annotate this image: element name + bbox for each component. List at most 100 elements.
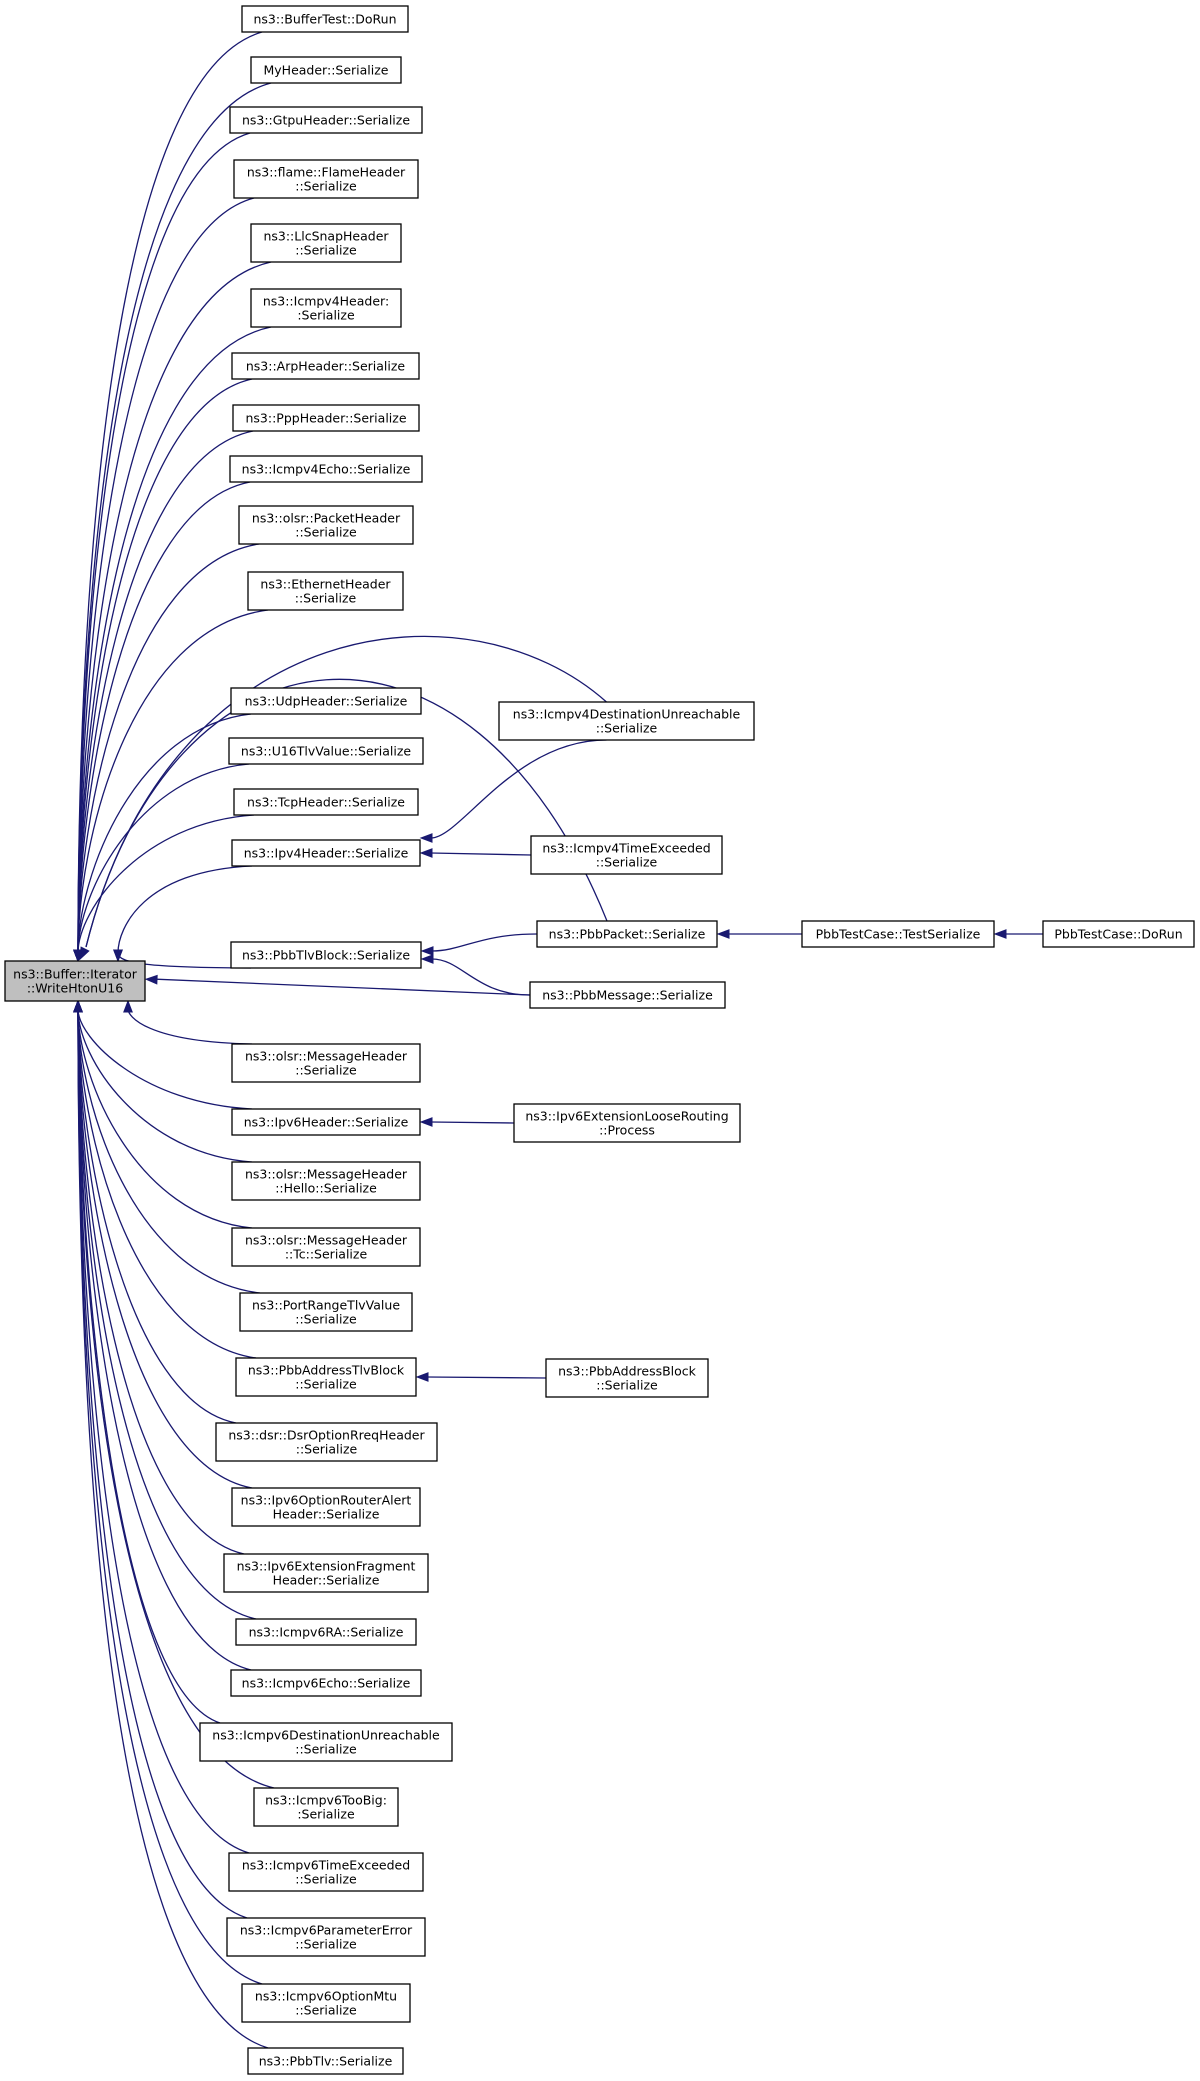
node-label: ns3::Icmpv6DestinationUnreachable (212, 1728, 440, 1743)
arrow-head (79, 946, 90, 961)
graph-node[interactable]: MyHeader::Serialize (250, 56, 402, 84)
edge-line (77, 1008, 253, 1489)
node-box (231, 839, 421, 867)
node-label: ns3::EthernetHeader (260, 577, 391, 592)
node-label: ns3::PbbAddressTlvBlock (248, 1363, 405, 1378)
node-box (4, 960, 146, 1002)
graph-node[interactable]: ns3::Icmpv6DestinationUnreachable::Seria… (199, 1722, 453, 1762)
node-box (223, 1553, 429, 1593)
node-box (229, 455, 423, 483)
edge-line (155, 978, 531, 996)
graph-node[interactable]: ns3::Ipv6ExtensionLooseRouting::Process (513, 1103, 741, 1143)
edge-line (77, 1008, 269, 2049)
node-box (229, 106, 423, 134)
node-label: ns3::Icmpv6Echo::Serialize (242, 1676, 411, 1691)
node-box (498, 701, 755, 741)
graph-node[interactable]: ns3::Icmpv6TimeExceeded::Serialize (228, 1852, 424, 1892)
node-label: PbbTestCase::TestSerialize (816, 927, 981, 942)
graph-node[interactable]: ns3::Icmpv6ParameterError::Serialize (226, 1917, 426, 1957)
node-box (801, 920, 995, 948)
graph-node[interactable]: ns3::PbbMessage::Serialize (529, 981, 726, 1009)
node-box (233, 788, 419, 816)
node-box (226, 1917, 426, 1957)
edge-line (77, 430, 254, 954)
node-label: ::Serialize (296, 1442, 358, 1457)
node-label: ns3::olsr::PacketHeader (252, 511, 401, 526)
graph-node[interactable]: PbbTestCase::DoRun (1042, 920, 1195, 948)
node-label: ::Serialize (295, 1312, 357, 1327)
graph-node[interactable]: ns3::Ipv6OptionRouterAlertHeader::Serial… (231, 1487, 421, 1527)
edge-line (77, 1008, 257, 1359)
graph-node[interactable]: ns3::olsr::MessageHeader::Hello::Seriali… (231, 1161, 421, 1201)
node-label: ::Serialize (295, 179, 357, 194)
node-label: ns3::PbbMessage::Serialize (542, 988, 713, 1003)
graph-node[interactable]: ns3::PbbAddressTlvBlock::Serialize (235, 1357, 417, 1397)
graph-node[interactable]: ns3::LlcSnapHeader::Serialize (250, 223, 402, 263)
graph-node[interactable]: ns3::PbbAddressBlock::Serialize (545, 1358, 709, 1398)
arrow-head (420, 946, 434, 956)
graph-node[interactable]: ns3::Icmpv6Echo::Serialize (230, 1669, 422, 1697)
node-label: Header::Serialize (273, 1573, 380, 1588)
node-label: ns3::flame::FlameHeader (247, 165, 406, 180)
edge-line (77, 763, 250, 954)
edge-line (77, 609, 269, 954)
graph-node[interactable]: ns3::UdpHeader::Serialize (230, 687, 422, 715)
node-box (239, 1292, 413, 1332)
graph-node[interactable]: PbbTestCase::TestSerialize (801, 920, 995, 948)
edge-line (77, 1008, 248, 1919)
node-box (1042, 920, 1195, 948)
graph-node[interactable]: ns3::PppHeader::Serialize (232, 404, 420, 432)
root-node[interactable]: ns3::Buffer::Iterator::WriteHtonU16 (4, 960, 146, 1002)
node-label: ::Hello::Serialize (275, 1181, 377, 1196)
graph-node[interactable]: ns3::Icmpv4Header::Serialize (250, 288, 402, 328)
arrow-head (419, 848, 433, 858)
edge-line (430, 739, 607, 839)
edge-line (77, 481, 251, 954)
graph-node[interactable]: ns3::olsr::PacketHeader::Serialize (238, 505, 414, 545)
graph-node[interactable]: ns3::GtpuHeader::Serialize (229, 106, 423, 134)
node-box (536, 920, 718, 948)
graph-node[interactable]: ns3::Icmpv4DestinationUnreachable::Seria… (498, 701, 755, 741)
graph-node[interactable]: ns3::olsr::MessageHeader::Serialize (231, 1043, 421, 1083)
nodes-layer: ns3::Buffer::Iterator::WriteHtonU16ns3::… (4, 5, 1195, 2075)
graph-node[interactable]: ns3::BufferTest::DoRun (241, 5, 409, 33)
graph-node[interactable]: ns3::Icmpv6OptionMtu::Serialize (241, 1983, 411, 2023)
graph-node[interactable]: ns3::ArpHeader::Serialize (231, 352, 420, 380)
graph-node[interactable]: ns3::Icmpv6RA::Serialize (235, 1618, 417, 1646)
graph-node[interactable]: ns3::PbbTlvBlock::Serialize (230, 941, 422, 969)
node-label: ns3::olsr::MessageHeader (245, 1167, 408, 1182)
node-label: ns3::BufferTest::DoRun (253, 12, 396, 27)
edge-line (77, 814, 255, 954)
node-label: ::WriteHtonU16 (27, 981, 123, 996)
graph-node[interactable]: ns3::PbbPacket::Serialize (536, 920, 718, 948)
node-box (228, 737, 424, 765)
arrow-head (419, 833, 433, 843)
edge-line (430, 852, 532, 856)
node-label: ns3::GtpuHeader::Serialize (242, 113, 410, 128)
graph-node[interactable]: ns3::Ipv4Header::Serialize (231, 839, 421, 867)
graph-node[interactable]: ns3::Ipv6ExtensionFragmentHeader::Serial… (223, 1553, 429, 1593)
node-box (231, 352, 420, 380)
graph-node[interactable]: ns3::PortRangeTlvValue::Serialize (239, 1292, 413, 1332)
node-box (231, 1043, 421, 1083)
arrow-head (716, 929, 730, 939)
node-box (231, 1108, 421, 1136)
graph-node[interactable]: ns3::Ipv6Header::Serialize (231, 1108, 421, 1136)
graph-node[interactable]: ns3::U16TlvValue::Serialize (228, 737, 424, 765)
node-box (530, 835, 723, 875)
graph-node[interactable]: ns3::Icmpv4TimeExceeded::Serialize (530, 835, 723, 875)
node-label: ::Serialize (295, 1377, 357, 1392)
node-box (235, 1357, 417, 1397)
graph-node[interactable]: ns3::flame::FlameHeader::Serialize (233, 159, 419, 199)
graph-node[interactable]: ns3::PbbTlv::Serialize (247, 2047, 404, 2075)
node-label: ns3::Icmpv6ParameterError (240, 1923, 413, 1938)
graph-node[interactable]: ns3::TcpHeader::Serialize (233, 788, 419, 816)
graph-node[interactable]: ns3::olsr::MessageHeader::Tc::Serialize (231, 1227, 421, 1267)
graph-node[interactable]: ns3::Icmpv6TooBig::Serialize (253, 1787, 399, 1827)
node-box (241, 5, 409, 33)
graph-node[interactable]: ns3::EthernetHeader::Serialize (247, 571, 404, 611)
arrow-head (993, 929, 1007, 939)
graph-node[interactable]: ns3::Icmpv4Echo::Serialize (229, 455, 423, 483)
graph-node[interactable]: ns3::dsr::DsrOptionRreqHeader::Serialize (215, 1422, 438, 1462)
edge-line (77, 1008, 261, 1294)
